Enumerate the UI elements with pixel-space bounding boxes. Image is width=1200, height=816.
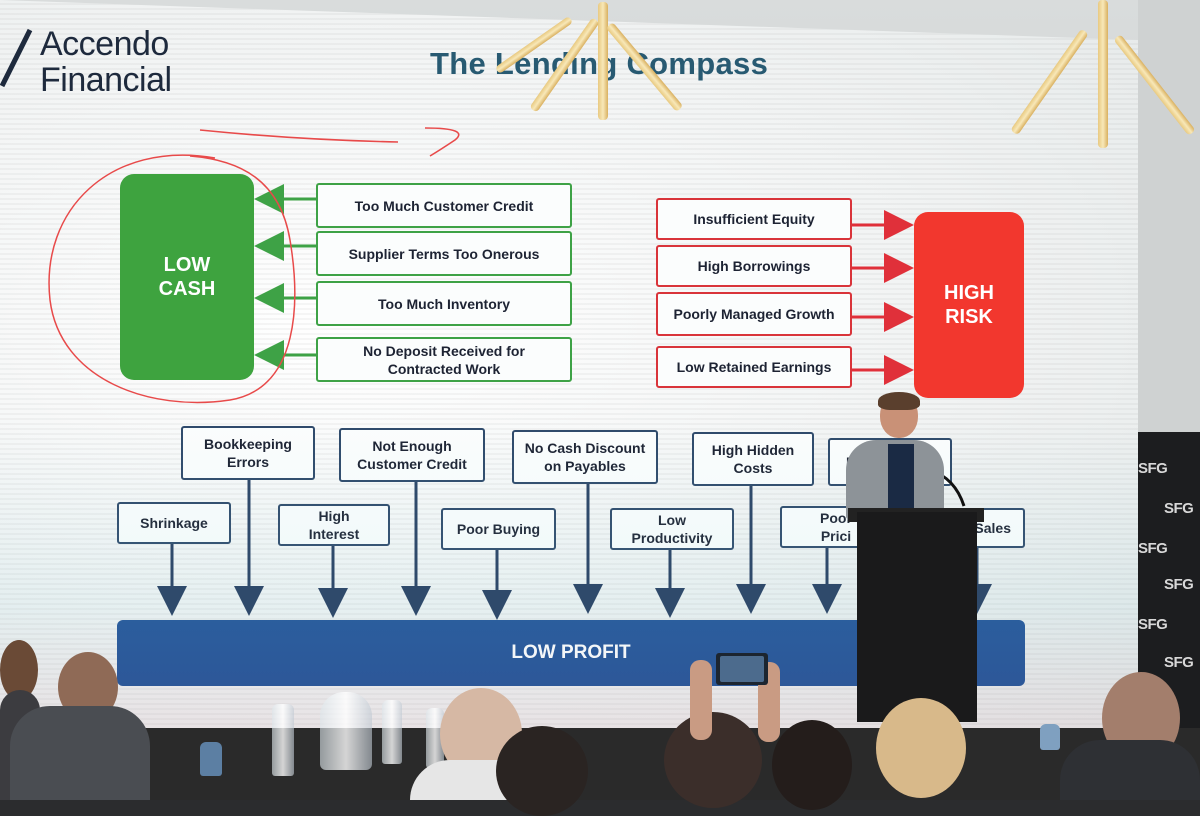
pen-annotation-line bbox=[199, 129, 399, 143]
glass bbox=[200, 742, 222, 776]
audience-member bbox=[1060, 740, 1200, 800]
speaker-shirt bbox=[888, 444, 914, 518]
risk-cause-box: High Borrowings bbox=[656, 245, 852, 287]
water-bottle bbox=[272, 704, 294, 776]
podium bbox=[857, 512, 977, 722]
low-cash-line-2: CASH bbox=[158, 278, 216, 300]
high-risk-line-1: HIGH bbox=[944, 282, 994, 304]
high-risk-line-2: RISK bbox=[945, 306, 993, 328]
phone-screen bbox=[720, 656, 764, 682]
sponsor-backdrop: SFG SFG SFG SFG SFG SFG bbox=[1138, 432, 1200, 732]
company-logo: Accendo Financial bbox=[40, 26, 172, 98]
chandelier bbox=[598, 2, 608, 120]
pen-annotation-squiggle bbox=[424, 127, 460, 157]
cash-cause-box: Supplier Terms Too Onerous bbox=[316, 231, 572, 276]
sponsor-logo: SFG bbox=[1138, 616, 1168, 633]
audience-member bbox=[496, 726, 588, 816]
chandelier bbox=[1098, 0, 1108, 148]
risk-cause-box: Poorly Managed Growth bbox=[656, 292, 852, 336]
water-bottle bbox=[426, 708, 444, 768]
sponsor-logo: SFG bbox=[1138, 540, 1168, 557]
glass-dome bbox=[320, 692, 372, 770]
logo-line-1: Accendo bbox=[40, 25, 169, 63]
speaker-hair bbox=[878, 392, 920, 410]
audience-member bbox=[10, 706, 150, 800]
audience-member bbox=[664, 712, 762, 808]
cash-cause-box: No Deposit Received for Contracted Work bbox=[316, 337, 572, 382]
audience-member bbox=[876, 698, 966, 798]
pen-annotation-circle bbox=[48, 154, 296, 404]
cash-cause-box: Too Much Inventory bbox=[316, 281, 572, 326]
stage-floor bbox=[0, 728, 1200, 800]
glass bbox=[1040, 724, 1060, 750]
raised-arm bbox=[690, 660, 712, 740]
low-cash-line-1: LOW bbox=[163, 254, 211, 276]
sponsor-logo: SFG bbox=[1164, 576, 1194, 593]
risk-cause-box: Low Retained Earnings bbox=[656, 346, 852, 388]
accendo-logo-icon bbox=[0, 28, 33, 88]
cash-cause-box: Too Much Customer Credit bbox=[316, 183, 572, 228]
sponsor-logo: SFG bbox=[1164, 500, 1194, 517]
sponsor-logo: SFG bbox=[1164, 654, 1194, 671]
audience-member bbox=[772, 720, 852, 810]
water-bottle bbox=[382, 700, 402, 764]
risk-cause-box: Insufficient Equity bbox=[656, 198, 852, 240]
sponsor-logo: SFG bbox=[1138, 460, 1168, 477]
logo-line-2: Financial bbox=[40, 61, 172, 99]
